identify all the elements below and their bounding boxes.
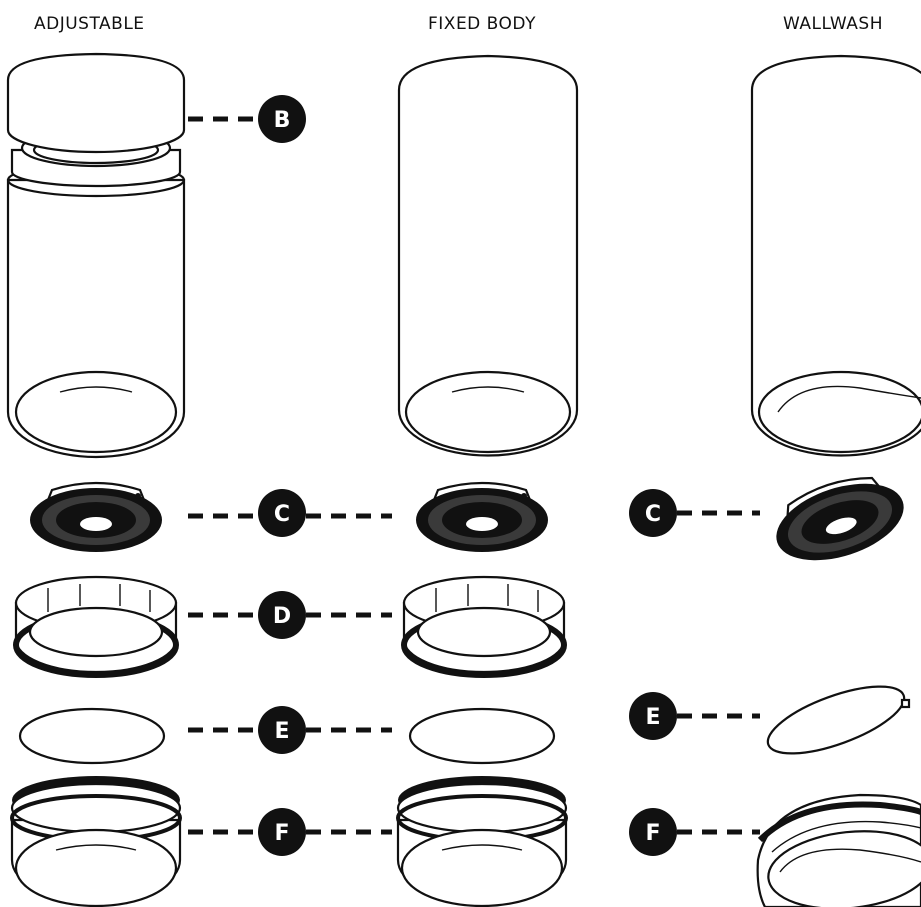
adjustable-lens-e (18, 707, 166, 765)
adjustable-reflector-c (30, 481, 162, 552)
callout-f-adjustable: F (258, 808, 306, 856)
column-title-adjustable: ADJUSTABLE (34, 14, 145, 34)
fixed-body-housing (397, 54, 579, 457)
fixed-body-lens-e (408, 707, 556, 765)
svg-text:C: C (645, 502, 661, 527)
callout-c-wallwash: C (629, 489, 677, 537)
svg-text:E: E (645, 705, 660, 730)
callout-d-adjustable: D (258, 591, 306, 639)
callout-b: B (258, 95, 306, 143)
svg-text:F: F (645, 821, 660, 846)
callout-e-adjustable: E (258, 706, 306, 754)
svg-text:E: E (274, 719, 289, 744)
svg-text:C: C (274, 502, 290, 527)
fixed-body-trim-f (396, 776, 568, 907)
wallwash-trim-f (756, 793, 921, 907)
wallwash-reflector-c (776, 476, 904, 561)
callout-f-wallwash: F (629, 808, 677, 856)
svg-text:F: F (274, 821, 289, 846)
svg-text:B: B (274, 108, 291, 133)
wallwash-housing (750, 54, 921, 457)
svg-text:D: D (273, 604, 291, 629)
adjustable-trim-f (10, 776, 182, 907)
adjustable-ring-d (13, 575, 179, 678)
column-title-fixed-body: FIXED BODY (428, 14, 536, 34)
fixed-body-reflector-c (416, 481, 548, 552)
column-title-wallwash: WALLWASH (783, 14, 883, 34)
wallwash-lens-e (766, 685, 911, 755)
callout-c-adjustable: C (258, 489, 306, 537)
callout-e-wallwash: E (629, 692, 677, 740)
adjustable-housing (6, 52, 186, 459)
fixed-body-ring-d (401, 575, 567, 678)
